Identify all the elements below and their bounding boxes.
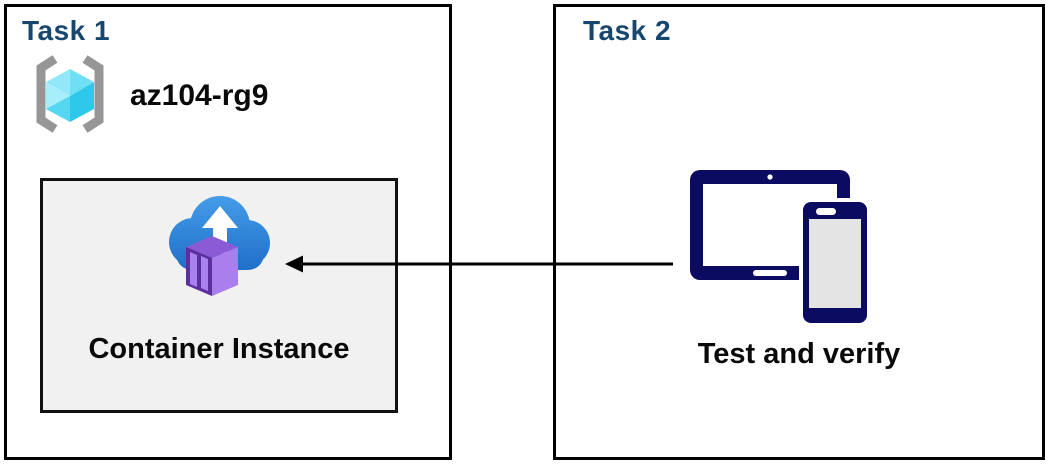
devices-label: Test and verify [697, 338, 901, 370]
tablet-phone-devices-icon [683, 162, 873, 332]
task1-panel: Task 1 az104-rg9 [4, 4, 452, 460]
task2-panel: Task 2 Test and verify [553, 4, 1045, 460]
container-instance-box: Container Instance [40, 178, 398, 413]
resource-group-row: az104-rg9 [28, 54, 268, 138]
resource-group-name: az104-rg9 [130, 79, 269, 112]
resource-group-icon [28, 52, 112, 141]
container-instance-icon [166, 192, 272, 309]
task2-title: Task 2 [583, 15, 672, 46]
container-instance-label: Container Instance [88, 333, 350, 365]
task1-title: Task 1 [22, 15, 111, 46]
